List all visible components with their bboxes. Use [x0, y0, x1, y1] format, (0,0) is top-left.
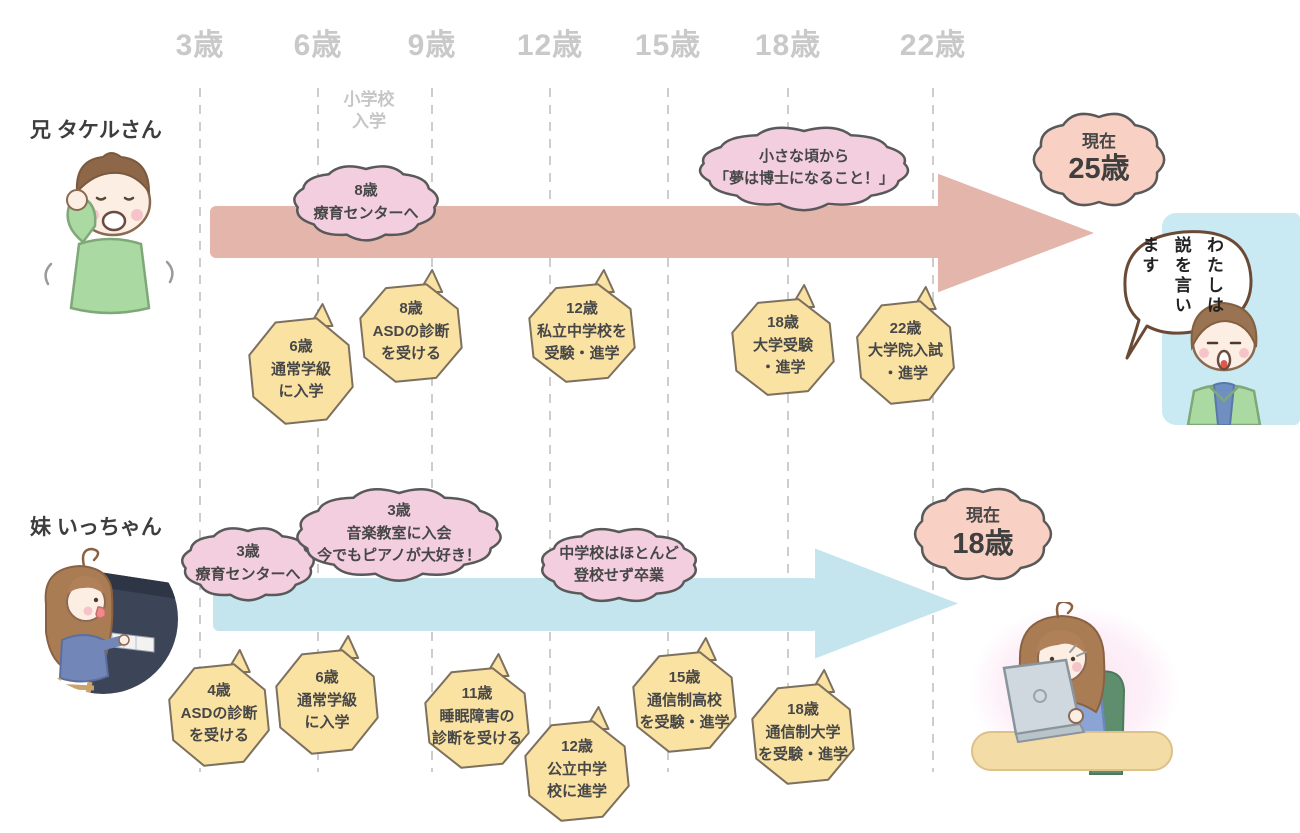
brother-event-age22: 22歳 大学院入試 ・進学: [852, 285, 959, 408]
age-label-22: 22歳: [899, 29, 967, 62]
brother-event-age6: 6歳 通常学級 に入学: [244, 302, 358, 428]
sister-event-age18: 18歳 通信制大学 を受験・進学: [747, 668, 859, 788]
brother-current-label: 現在: [1082, 131, 1116, 151]
sister-event-age15: 15歳 通信制高校 を受験・進学: [628, 636, 741, 756]
timeline-gridline: [317, 88, 319, 772]
timeline-gridline: [787, 88, 789, 772]
timeline-gridline: [549, 88, 551, 772]
sister-current-age-cloud: 現在 18歳: [913, 487, 1053, 581]
timeline-gridline: [431, 88, 433, 772]
brother-speech-bubble: わたしは 説を言います: [1095, 216, 1265, 371]
brother-speech-text: わたしは 説を言います: [1139, 236, 1223, 316]
brother-child-illustration: [35, 146, 183, 316]
sister-timeline-arrow: [213, 578, 818, 631]
brother-event-age12: 12歳 私立中学校を 受験・進学: [524, 268, 640, 386]
brother-cloud-dream: 小さな頃から 「夢は博士になること！」: [698, 126, 910, 212]
sister-event-age6: 6歳 通常学級 に入学: [271, 634, 383, 758]
school-entry-note: 小学校 入学: [343, 90, 395, 132]
age-label-3: 3歳: [175, 29, 225, 62]
timeline-gridline: [199, 88, 201, 772]
sister-piano-illustration: [28, 544, 178, 694]
brother-event-age8: 8歳 ASDの診断 を受ける: [355, 268, 467, 386]
brother-cloud-ryoiku: 8歳 療育センターへ: [292, 164, 440, 242]
sister-laptop-illustration: [952, 592, 1197, 807]
age-label-6: 6歳: [293, 29, 343, 62]
brother-current-age-cloud: 現在 25歳: [1032, 112, 1166, 207]
sister-cloud-ryoiku: 3歳 療育センターへ: [180, 526, 316, 602]
sister-event-age11: 11歳 睡眠障害の 診断を受ける: [420, 652, 534, 772]
brother-adult-illustration: [1168, 291, 1278, 427]
age-label-12: 12歳: [516, 29, 584, 62]
sister-cloud-chugakko: 中学校はほとんど 登校せず卒業: [539, 527, 699, 603]
timeline-gridline: [667, 88, 669, 772]
sister-cloud-music: 3歳 音楽教室に入会 今でもピアノが大好き！: [296, 487, 502, 582]
sister-row-label: 妹 いっちゃん: [30, 516, 162, 539]
sister-current-age: 18歳: [952, 527, 1014, 560]
age-label-9: 9歳: [407, 29, 457, 62]
timeline-gridline: [932, 88, 934, 772]
brother-event-age18: 18歳 大学受験 ・進学: [727, 283, 839, 399]
age-label-15: 15歳: [634, 29, 702, 62]
brother-current-age: 25歳: [1068, 153, 1130, 186]
age-label-18: 18歳: [754, 29, 822, 62]
sister-event-age12: 12歳 公立中学 校に進学: [520, 705, 634, 825]
sister-current-label: 現在: [966, 506, 1000, 526]
brother-row-label: 兄 タケルさん: [30, 119, 162, 142]
sister-event-age4: 4歳 ASDの診断 を受ける: [164, 648, 274, 770]
